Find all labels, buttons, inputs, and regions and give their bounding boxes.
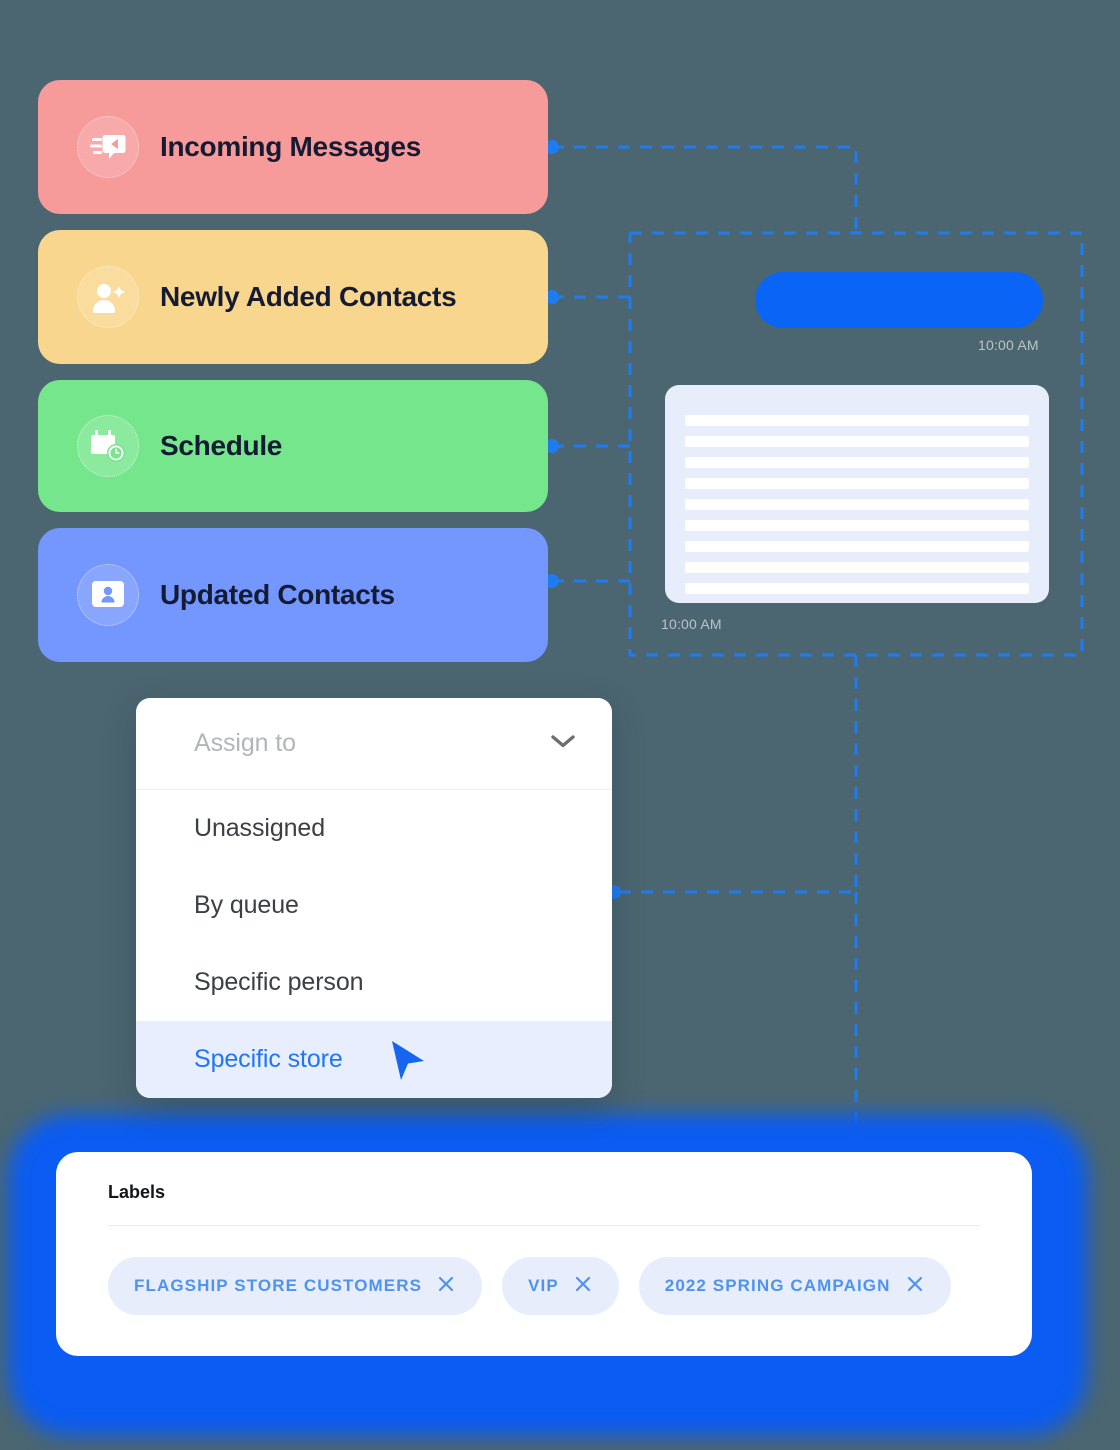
trigger-card-schedule[interactable]: Schedule [38, 380, 548, 512]
label-chip-text: 2022 SPRING CAMPAIGN [664, 1276, 891, 1295]
dropdown-option-by-queue[interactable]: By queue [136, 867, 612, 944]
close-icon[interactable] [573, 1274, 593, 1299]
skeleton-line [685, 436, 1029, 447]
cursor-arrow-icon [384, 1037, 430, 1090]
labels-panel-title: Labels [108, 1182, 166, 1202]
label-chip-text: FLAGSHIP STORE CUSTOMERS [134, 1276, 423, 1295]
received-message-bubble [665, 385, 1049, 603]
labels-panel-divider [108, 1225, 980, 1226]
sent-message-bubble [755, 272, 1043, 328]
icon-halo [77, 266, 139, 328]
skeleton-line [685, 415, 1029, 426]
skeleton-line [685, 499, 1029, 510]
dropdown-placeholder: Assign to [194, 729, 296, 757]
trigger-card-label: Incoming Messages [160, 131, 421, 162]
label-chip-vip[interactable]: VIP [502, 1257, 619, 1315]
dropdown-option-unassigned[interactable]: Unassigned [136, 790, 612, 867]
skeleton-line [685, 457, 1029, 468]
assign-to-dropdown[interactable]: Assign to Unassigned By queue Specific p… [136, 698, 612, 1098]
labels-panel: Labels FLAGSHIP STORE CUSTOMERS VIP 2022… [56, 1152, 1032, 1356]
label-chip-flagship-store-customers[interactable]: FLAGSHIP STORE CUSTOMERS [108, 1257, 483, 1315]
connector-to-dropdown [612, 655, 858, 894]
dropdown-option-specific-store[interactable]: Specific store [136, 1021, 612, 1098]
connector-incoming [552, 145, 858, 233]
skeleton-line [685, 541, 1029, 552]
add-person-icon [77, 266, 139, 328]
dropdown-option-specific-person[interactable]: Specific person [136, 944, 612, 1021]
skeleton-line [685, 520, 1029, 531]
calendar-clock-icon [77, 415, 139, 477]
dropdown-option-label: By queue [194, 891, 299, 919]
trigger-card-label: Newly Added Contacts [160, 281, 457, 312]
trigger-card-label: Schedule [160, 430, 283, 461]
trigger-card-newly-added-contacts[interactable]: Newly Added Contacts [38, 230, 548, 364]
label-chip-2022-spring-campaign[interactable]: 2022 SPRING CAMPAIGN [638, 1257, 951, 1315]
trigger-card-incoming-messages[interactable]: Incoming Messages [38, 80, 548, 214]
chevron-down-icon[interactable] [550, 733, 576, 754]
received-message-timestamp: 10:00 AM [661, 616, 722, 632]
trigger-card-updated-contacts[interactable]: Updated Contacts [38, 528, 548, 662]
contact-card-icon [77, 564, 139, 626]
label-chip-text: VIP [528, 1276, 559, 1295]
skeleton-line [685, 562, 1029, 573]
skeleton-line [685, 583, 1029, 594]
dropdown-option-label: Specific store [194, 1045, 343, 1073]
incoming-message-icon [77, 116, 139, 178]
dropdown-option-label: Unassigned [194, 814, 326, 842]
close-icon[interactable] [436, 1274, 456, 1299]
trigger-card-label: Updated Contacts [160, 579, 395, 610]
dropdown-trigger[interactable]: Assign to [136, 698, 612, 790]
label-chip-list: FLAGSHIP STORE CUSTOMERS VIP 2022 SPRING… [108, 1257, 951, 1315]
skeleton-line [685, 478, 1029, 489]
dropdown-option-label: Specific person [194, 968, 364, 996]
sent-message-timestamp: 10:00 AM [978, 337, 1039, 353]
close-icon[interactable] [905, 1274, 925, 1299]
